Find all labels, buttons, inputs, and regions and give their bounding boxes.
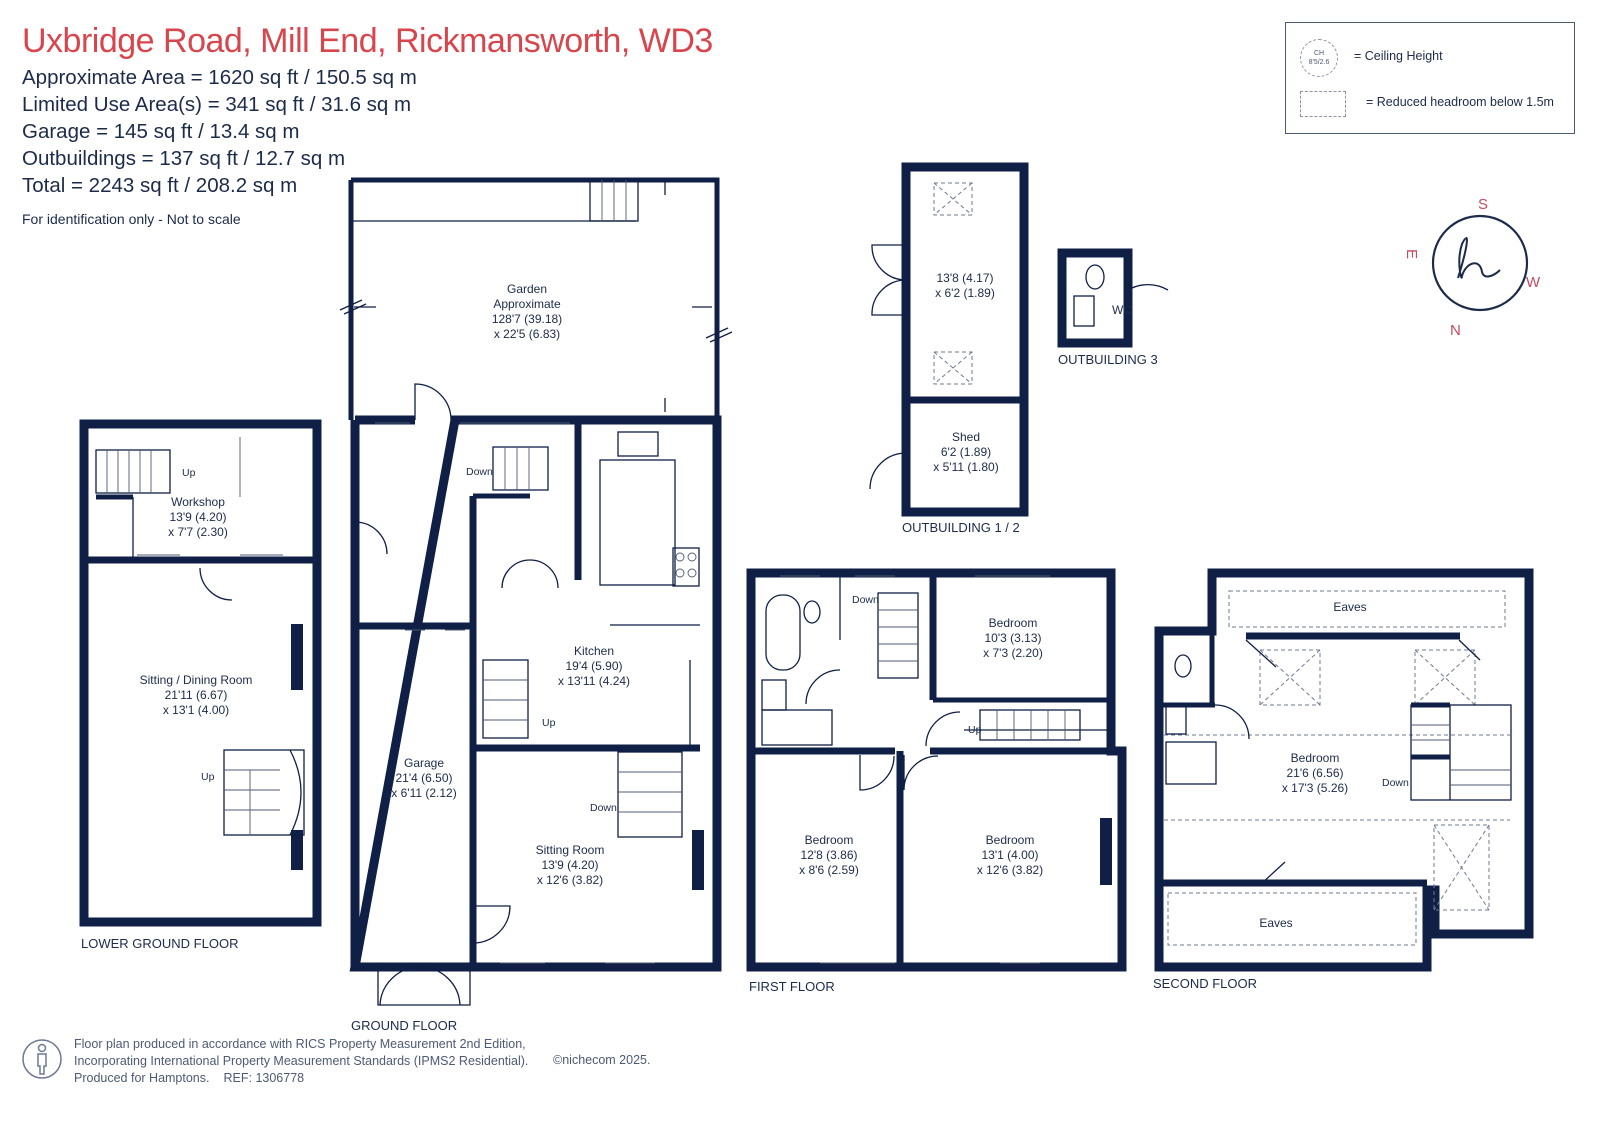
workshop-name: Workshop xyxy=(171,495,225,509)
first-bedroom-b-dimensions-1: 12'8 (3.86) xyxy=(801,848,858,862)
first-bedroom-b-dimensions-2: x 8'6 (2.59) xyxy=(799,863,859,877)
ipms-info-icon xyxy=(22,1039,62,1079)
sitting-room-dimensions-1: 13'9 (4.20) xyxy=(542,858,599,872)
ground-floor-plan xyxy=(349,383,722,1006)
garage-dimensions-2: x 6'11 (2.12) xyxy=(391,786,456,800)
sitting-dining-dimensions-1: 21'11 (6.67) xyxy=(165,688,228,702)
ceiling-symbol-abbrev: CH xyxy=(1313,50,1325,57)
compass-south: S xyxy=(1478,196,1488,213)
first-floor-plan xyxy=(746,568,1127,972)
property-title: Uxbridge Road, Mill End, Rickmansworth, … xyxy=(22,22,713,60)
eaves-bottom-label: Eaves xyxy=(1259,916,1292,930)
first-stairs-down-label: Down xyxy=(852,594,879,606)
second-floor-label: SECOND FLOOR xyxy=(1153,976,1257,991)
footer-line-1: Floor plan produced in accordance with R… xyxy=(74,1037,526,1051)
first-bedroom-c-dimensions-2: x 12'6 (3.82) xyxy=(977,863,1043,877)
ground-stairs-down-label-1: Down xyxy=(466,466,493,478)
kitchen-dimensions-1: 19'4 (5.90) xyxy=(566,659,623,673)
ground-stairs-down-label-2: Down xyxy=(590,802,617,814)
lower-ground-floor-plan xyxy=(79,419,322,927)
second-stairs-down-label: Down xyxy=(1382,777,1409,789)
legend: CH 8'5/2.6 = Ceiling Height = Reduced he… xyxy=(1285,22,1575,134)
garage-dimensions-1: 21'4 (6.50) xyxy=(396,771,453,785)
ground-floor-label: GROUND FLOOR xyxy=(351,1018,457,1033)
garden-qualifier: Approximate xyxy=(493,297,561,311)
eaves-top-label: Eaves xyxy=(1333,600,1366,614)
outbuildings-area: Outbuildings = 137 sq ft / 12.7 sq m xyxy=(22,147,346,170)
kitchen-name: Kitchen xyxy=(574,644,614,658)
outbuilding-room-dimensions-1: 13'8 (4.17) xyxy=(937,271,994,285)
shed-name: Shed xyxy=(952,430,980,444)
outbuilding-1-2-plan xyxy=(869,162,1029,517)
second-bedroom-dimensions-2: x 17'3 (5.26) xyxy=(1282,781,1348,795)
first-bedroom-c-dimensions-1: 13'1 (4.00) xyxy=(982,848,1039,862)
compass-east: E xyxy=(1403,249,1420,259)
wc-label: WC xyxy=(1112,303,1132,317)
compass-west: W xyxy=(1526,274,1541,291)
reduced-headroom-label: = Reduced headroom below 1.5m xyxy=(1366,95,1554,109)
ceiling-height-symbol: CH 8'5/2.6 xyxy=(1300,39,1338,77)
limited-use-area: Limited Use Area(s) = 341 sq ft / 31.6 s… xyxy=(22,93,412,116)
shed-dimensions-1: 6'2 (1.89) xyxy=(941,445,991,459)
approximate-area: Approximate Area = 1620 sq ft / 150.5 sq… xyxy=(22,66,417,89)
first-bedroom-a-name: Bedroom xyxy=(989,616,1038,630)
footer-copyright: ©nichecom 2025. xyxy=(553,1053,651,1067)
sitting-dining-name: Sitting / Dining Room xyxy=(140,673,253,687)
lg-stairs-up-label: Up xyxy=(182,467,196,479)
outbuilding-room-dimensions-2: x 6'2 (1.89) xyxy=(935,286,995,300)
second-bedroom-dimensions-1: 21'6 (6.56) xyxy=(1287,766,1344,780)
footer-line-3: Produced for Hamptons. REF: 1306778 xyxy=(74,1070,528,1087)
shed-dimensions-2: x 5'11 (1.80) xyxy=(933,460,998,474)
garden-dimensions-2: x 22'5 (6.83) xyxy=(494,327,560,341)
compass-ring xyxy=(1431,214,1529,312)
garden-name: Garden xyxy=(507,282,547,296)
outbuilding-1-2-label: OUTBUILDING 1 / 2 xyxy=(902,520,1020,535)
garage-area: Garage = 145 sq ft / 13.4 sq m xyxy=(22,120,300,143)
sitting-room-name: Sitting Room xyxy=(536,843,605,857)
compass: S W N E xyxy=(1403,196,1541,339)
first-bedroom-b-name: Bedroom xyxy=(805,833,854,847)
lower-ground-floor-label: LOWER GROUND FLOOR xyxy=(81,936,238,951)
ceiling-height-label: = Ceiling Height xyxy=(1354,49,1443,63)
kitchen-dimensions-2: x 13'11 (4.24) xyxy=(558,674,630,688)
lg-stairs-up-label-2: Up xyxy=(201,771,215,783)
compass-north: N xyxy=(1450,322,1461,339)
reduced-headroom-symbol xyxy=(1300,91,1346,117)
first-bedroom-a-dimensions-1: 10'3 (3.13) xyxy=(985,631,1042,645)
garage-name: Garage xyxy=(404,756,444,770)
workshop-dimensions-2: x 7'7 (2.30) xyxy=(168,525,228,539)
garden-dimensions-1: 128'7 (39.18) xyxy=(492,312,562,326)
workshop-dimensions-1: 13'9 (4.20) xyxy=(170,510,227,524)
outbuilding-3-plan xyxy=(1057,248,1169,348)
ground-stairs-up-label: Up xyxy=(542,717,556,729)
second-floor-plan xyxy=(1154,568,1534,972)
ceiling-symbol-value: 8'5/2.6 xyxy=(1308,59,1330,66)
footer-disclaimer: Floor plan produced in accordance with R… xyxy=(74,1036,528,1087)
garden-area xyxy=(339,177,733,420)
first-floor-label: FIRST FLOOR xyxy=(749,979,835,994)
total-area: Total = 2243 sq ft / 208.2 sq m xyxy=(22,174,298,197)
footer-line-2: Incorporating International Property Mea… xyxy=(74,1054,529,1068)
outbuilding-3-label: OUTBUILDING 3 xyxy=(1058,352,1158,367)
footer-produced-for: Produced for Hamptons. xyxy=(74,1071,210,1085)
first-bedroom-c-name: Bedroom xyxy=(986,833,1035,847)
first-bedroom-a-dimensions-2: x 7'3 (2.20) xyxy=(983,646,1043,660)
identification-note: For identification only - Not to scale xyxy=(22,211,241,227)
second-bedroom-name: Bedroom xyxy=(1291,751,1340,765)
footer-reference: REF: 1306778 xyxy=(223,1071,305,1085)
sitting-room-dimensions-2: x 12'6 (3.82) xyxy=(537,873,603,887)
compass-logo-icon xyxy=(1457,237,1501,279)
first-stairs-up-label: Up xyxy=(968,724,982,736)
sitting-dining-dimensions-2: x 13'1 (4.00) xyxy=(163,703,229,717)
